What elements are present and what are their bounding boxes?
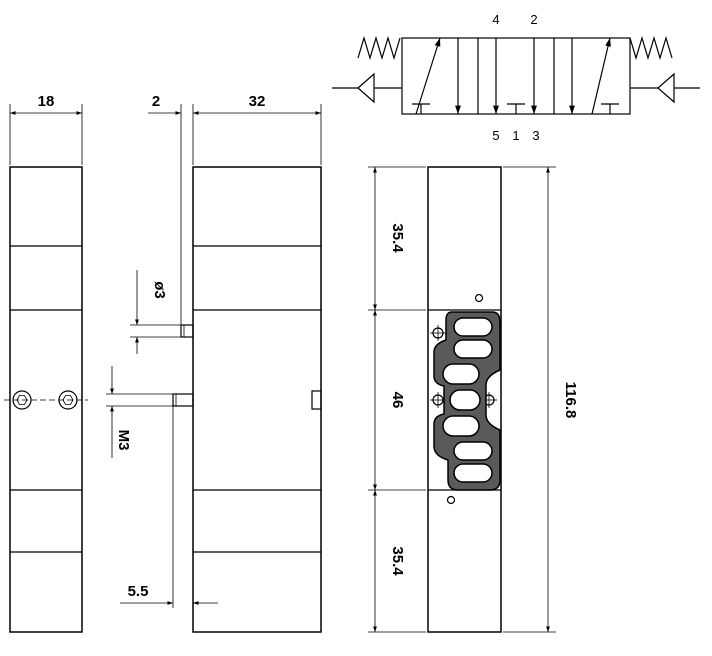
dim-width-side: 18	[38, 93, 55, 110]
port-label-5: 5	[492, 128, 499, 143]
port-label-2: 2	[530, 12, 537, 27]
port-label-1: 1	[512, 128, 519, 143]
side-plug	[311, 390, 322, 410]
dim-total-height: 116.8	[562, 382, 579, 419]
right-pilot-icon	[630, 72, 700, 104]
dim-middle-section: 46	[389, 392, 406, 409]
pin-lower	[172, 393, 194, 407]
dim-pin-offset: 5.5	[128, 583, 149, 600]
side-view: 18	[4, 93, 88, 633]
gasket-view: 35.4 46 35.4 116.8	[368, 166, 579, 633]
dim-thread: M3	[115, 430, 132, 451]
dim-width-front: 32	[249, 93, 266, 110]
port-label-3: 3	[532, 128, 539, 143]
left-spring-icon	[357, 35, 401, 61]
front-view: 2 32 ø3 M3 5.5	[106, 93, 322, 633]
gasket-plate	[433, 311, 501, 491]
mount-hole-bottom	[446, 495, 456, 505]
valve-symbol: 4 2 5 1 3	[332, 12, 700, 143]
mount-hole-top	[474, 293, 484, 303]
dim-hole-diameter: ø3	[151, 281, 168, 299]
dim-upper-section: 35.4	[389, 223, 406, 253]
left-pilot-icon	[332, 72, 402, 104]
dim-lower-section: 35.4	[389, 546, 406, 576]
right-spring-icon	[629, 35, 673, 61]
pin-upper	[180, 324, 194, 338]
dim-gap: 2	[152, 93, 160, 110]
port-label-4: 4	[492, 12, 499, 27]
